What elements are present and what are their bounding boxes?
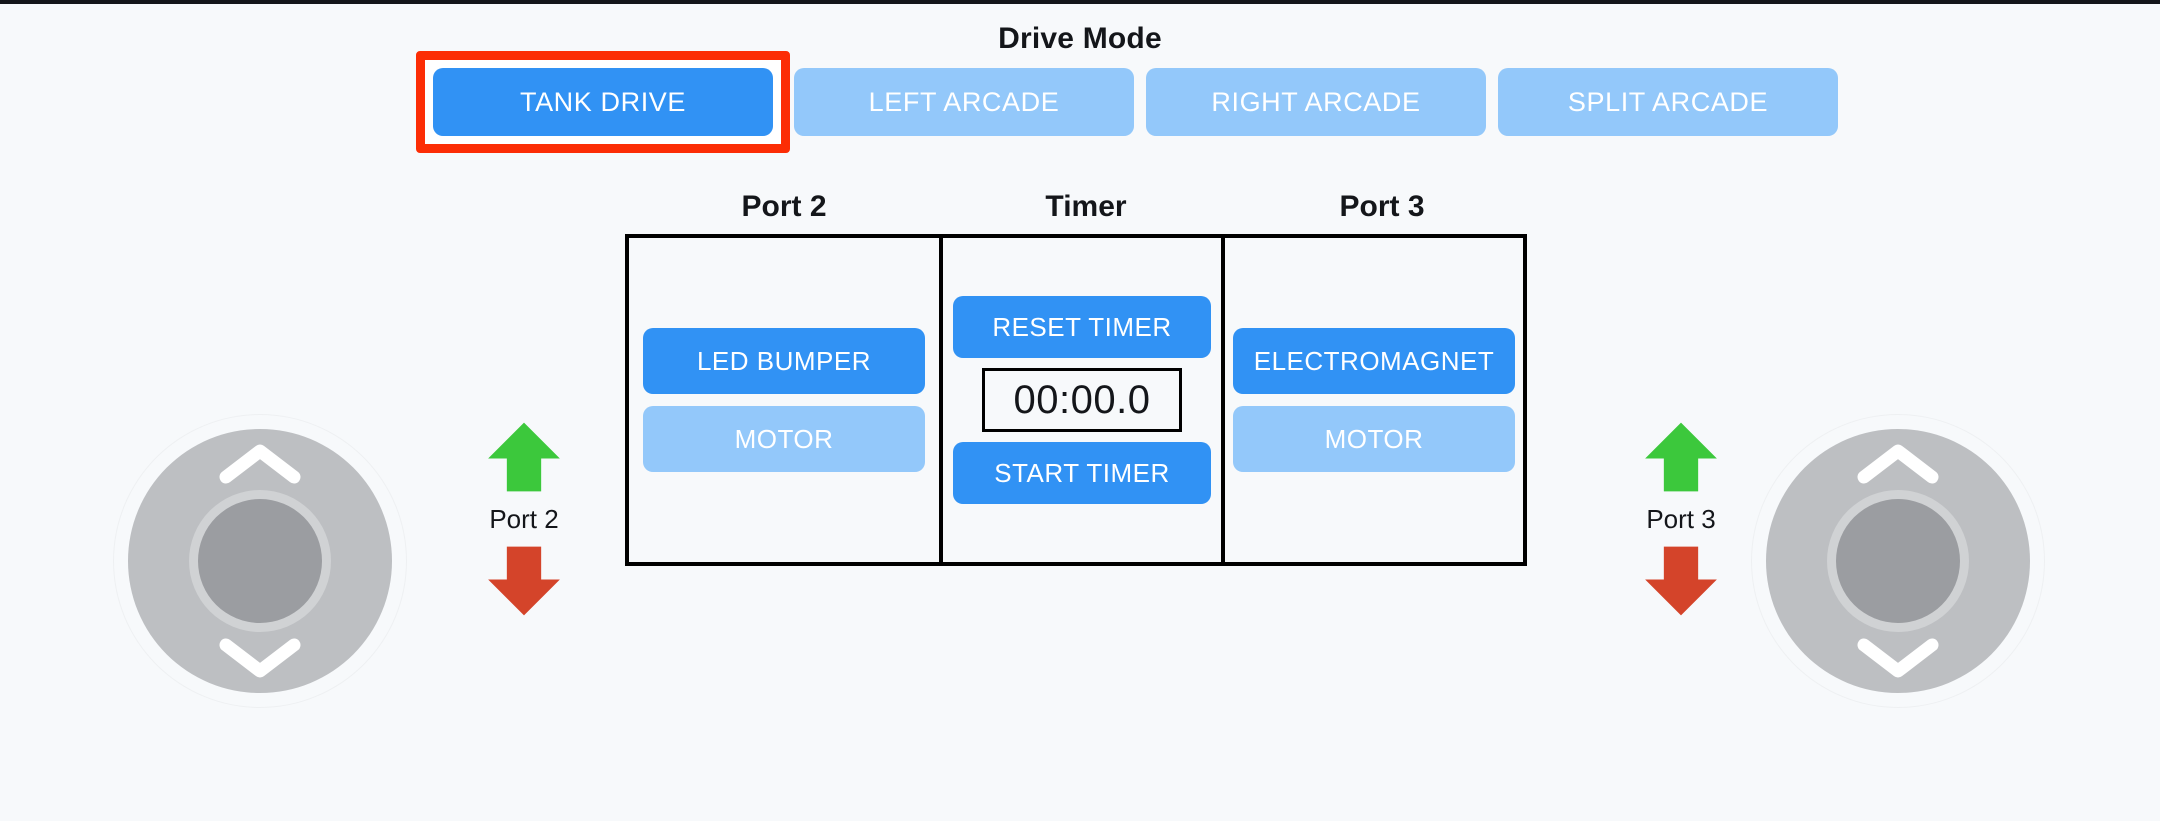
timer-panel-title: Timer	[1045, 190, 1127, 223]
drive-mode-right-arcade-button[interactable]: RIGHT ARCADE	[1146, 68, 1486, 136]
timer-display: 00:00.0	[982, 368, 1182, 432]
drive-mode-selection-outline: TANK DRIVE	[416, 51, 790, 153]
reset-timer-button[interactable]: RESET TIMER	[953, 296, 1211, 358]
drive-mode-left-arcade-button[interactable]: LEFT ARCADE	[794, 68, 1134, 136]
port3-arrow-up-button[interactable]	[1642, 418, 1720, 496]
port2-arrow-label: Port 2	[489, 504, 559, 534]
chevron-up-icon	[219, 444, 301, 484]
port2-panel-title: Port 2	[741, 190, 827, 223]
right-joystick-down-zone[interactable]	[1856, 637, 1940, 679]
left-joystick-up-zone[interactable]	[218, 443, 302, 485]
device-console: LED BUMPER MOTOR RESET TIMER 00:00.0 STA…	[625, 234, 1535, 566]
port2-panel: LED BUMPER MOTOR	[625, 234, 943, 566]
port3-motor-button[interactable]: MOTOR	[1233, 406, 1515, 472]
chevron-down-icon	[219, 638, 301, 678]
port3-panel-title: Port 3	[1339, 190, 1425, 223]
drive-mode-button-group: TANK DRIVE LEFT ARCADE RIGHT ARCADE SPLI…	[416, 51, 1838, 153]
left-joystick-down-zone[interactable]	[218, 637, 302, 679]
port3-arrow-down-button[interactable]	[1642, 542, 1720, 620]
arrow-down-icon	[1645, 546, 1717, 616]
port2-arrow-down-button[interactable]	[485, 542, 563, 620]
console-titles: Port 2 Timer Port 3	[625, 190, 1535, 224]
left-joystick[interactable]	[114, 415, 406, 707]
chevron-up-icon	[1857, 444, 1939, 484]
port2-arrow-controls: Port 2	[449, 418, 599, 620]
port2-device-list: LED BUMPER MOTOR	[643, 328, 925, 472]
right-joystick-knob[interactable]	[1836, 499, 1960, 623]
right-joystick-up-zone[interactable]	[1856, 443, 1940, 485]
left-joystick-pad[interactable]	[128, 429, 392, 693]
arrow-up-icon	[488, 422, 560, 492]
right-joystick-pad[interactable]	[1766, 429, 2030, 693]
drive-mode-title: Drive Mode	[998, 22, 1162, 55]
timer-controls: RESET TIMER 00:00.0 START TIMER	[953, 296, 1211, 504]
port3-device-list: ELECTROMAGNET MOTOR	[1233, 328, 1515, 472]
right-joystick[interactable]	[1752, 415, 2044, 707]
port2-arrow-up-button[interactable]	[485, 418, 563, 496]
drive-mode-slot-right-arcade: RIGHT ARCADE	[1146, 68, 1486, 136]
arrow-up-icon	[1645, 422, 1717, 492]
port3-arrow-label: Port 3	[1646, 504, 1716, 534]
drive-mode-split-arcade-button[interactable]: SPLIT ARCADE	[1498, 68, 1838, 136]
drive-mode-slot-left-arcade: LEFT ARCADE	[794, 68, 1134, 136]
left-joystick-knob[interactable]	[198, 499, 322, 623]
timer-panel: RESET TIMER 00:00.0 START TIMER	[939, 234, 1225, 566]
drive-mode-tank-drive-button[interactable]: TANK DRIVE	[433, 68, 773, 136]
top-edge-rule	[0, 0, 2160, 4]
drive-mode-slot-split-arcade: SPLIT ARCADE	[1498, 68, 1838, 136]
port2-motor-button[interactable]: MOTOR	[643, 406, 925, 472]
chevron-down-icon	[1857, 638, 1939, 678]
port3-electromagnet-button[interactable]: ELECTROMAGNET	[1233, 328, 1515, 394]
port3-arrow-controls: Port 3	[1606, 418, 1756, 620]
arrow-down-icon	[488, 546, 560, 616]
start-timer-button[interactable]: START TIMER	[953, 442, 1211, 504]
port3-panel: ELECTROMAGNET MOTOR	[1221, 234, 1527, 566]
port2-led-bumper-button[interactable]: LED BUMPER	[643, 328, 925, 394]
